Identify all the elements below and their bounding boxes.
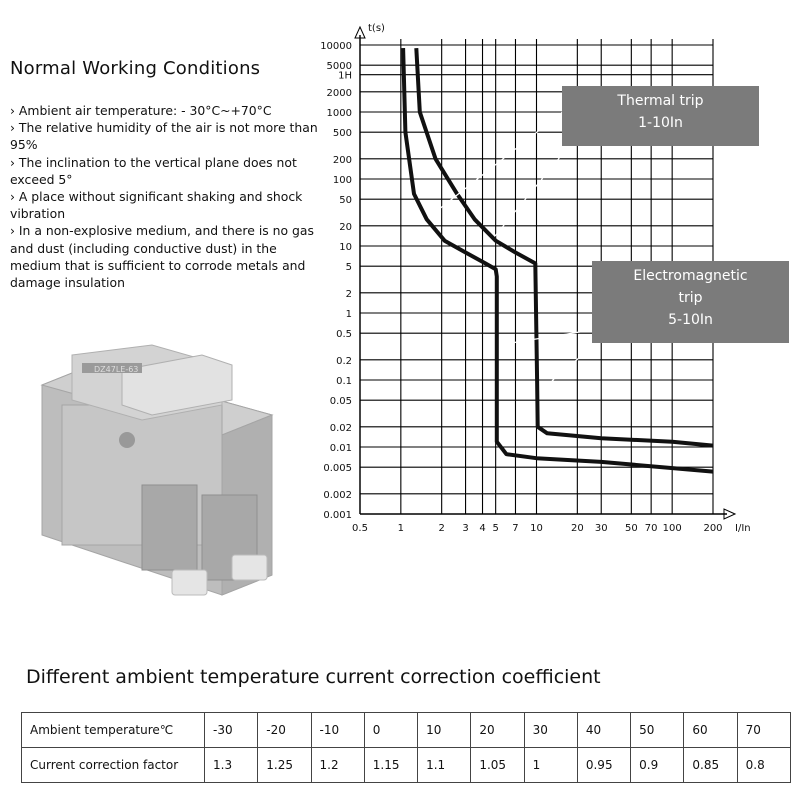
callout-text: 5-10In xyxy=(668,312,713,328)
y-axis-label: t(s) xyxy=(368,23,385,34)
x-tick-label: 4 xyxy=(479,523,485,534)
y-tick-label: 0.5 xyxy=(336,329,352,340)
y-tick-label: 200 xyxy=(333,155,352,166)
temperature-cell: 70 xyxy=(736,712,792,748)
y-tick-label: 0.02 xyxy=(330,423,352,434)
y-tick-label: 2000 xyxy=(327,88,352,99)
x-tick-label: 7 xyxy=(512,523,518,534)
condition-item: › A place without significant shaking an… xyxy=(10,189,303,222)
y-tick-label: 10 xyxy=(339,242,352,253)
x-tick-label: 100 xyxy=(663,523,682,534)
temperature-cell: 10 xyxy=(417,712,472,748)
x-tick-label: 1 xyxy=(398,523,404,534)
condition-item: › In a non-explosive medium, and there i… xyxy=(10,223,314,291)
callout-text: trip xyxy=(678,290,702,306)
factor-cell: 0.95 xyxy=(576,747,632,783)
callout-box xyxy=(592,261,789,343)
y-tick-label: 0.1 xyxy=(336,376,352,387)
temperature-cell: 0 xyxy=(363,712,419,748)
factor-cell: 1.2 xyxy=(310,747,365,783)
conditions-title: Normal Working Conditions xyxy=(10,58,261,79)
x-tick-label: 0.5 xyxy=(352,523,368,534)
y-tick-label: 1 xyxy=(346,309,352,320)
y-tick-label: 10000 xyxy=(320,41,352,52)
y-tick-label: 5 xyxy=(346,262,352,273)
trip-curve-2 xyxy=(414,47,714,448)
y-tick-label: 0.005 xyxy=(323,463,352,474)
row-label-factor: Current correction factor xyxy=(21,747,205,783)
y-tick-label: 500 xyxy=(333,128,352,139)
row-label-temperature: Ambient temperature℃ xyxy=(21,712,205,748)
breaker-model-label: DZ47LE-63 xyxy=(94,365,138,374)
correction-title: Different ambient temperature current co… xyxy=(26,666,601,688)
temperature-cell: 30 xyxy=(523,712,578,748)
temperature-cell: 20 xyxy=(470,712,525,748)
callout-line xyxy=(545,339,601,387)
x-tick-label: 5 xyxy=(492,523,498,534)
y-tick-label: 0.05 xyxy=(330,396,352,407)
factor-cell: 1.1 xyxy=(417,747,472,783)
callout-text: 1-10In xyxy=(638,115,683,131)
callout-line xyxy=(437,109,566,211)
trip-curve-1 xyxy=(401,48,714,474)
condition-item: › The relative humidity of the air is no… xyxy=(10,120,318,153)
condition-item: › The inclination to the vertical plane … xyxy=(10,154,297,187)
x-tick-label: 50 xyxy=(625,523,638,534)
x-axis-arrow xyxy=(723,508,737,520)
temperature-cell: 40 xyxy=(576,712,632,748)
y-tick-label: 5000 xyxy=(327,61,352,72)
conditions-list: › Ambient air temperature: - 30°C~+70°C … xyxy=(10,102,325,291)
x-axis-label: I/In xyxy=(735,523,751,534)
x-tick-label: 3 xyxy=(462,523,468,534)
callout-box xyxy=(562,86,759,146)
y-tick-label: 100 xyxy=(333,175,352,186)
x-tick-label: 2 xyxy=(438,523,444,534)
y-tick-label: 50 xyxy=(339,195,352,206)
factor-cell: 0.85 xyxy=(683,747,738,783)
callout-line xyxy=(504,329,593,345)
x-tick-label: 20 xyxy=(571,523,584,534)
circuit-breaker-image: DZ47LE-63 xyxy=(40,344,274,596)
callout-line xyxy=(494,144,571,237)
y-tick-label: 2 xyxy=(346,289,352,300)
y-tick-label: 0.01 xyxy=(330,443,352,454)
temperature-cell: -20 xyxy=(257,712,312,748)
callout-text: Electromagnetic xyxy=(633,268,747,284)
temperature-cell: 50 xyxy=(630,712,685,748)
factor-cell: 0.9 xyxy=(630,747,685,783)
condition-item: › Ambient air temperature: - 30°C~+70°C xyxy=(10,103,272,118)
x-tick-label: 10 xyxy=(530,523,543,534)
y-tick-label: 1H xyxy=(338,71,352,82)
factor-cell: 1.3 xyxy=(203,747,259,783)
x-tick-label: 30 xyxy=(595,523,608,534)
y-tick-label: 0.002 xyxy=(323,490,352,501)
factor-cell: 1 xyxy=(523,747,578,783)
y-axis-arrow xyxy=(354,25,366,39)
y-tick-label: 0.001 xyxy=(323,510,352,521)
temperature-cell: 60 xyxy=(683,712,738,748)
factor-cell: 0.8 xyxy=(736,747,792,783)
y-tick-label: 20 xyxy=(339,222,352,233)
callout-text: Thermal trip xyxy=(616,93,703,109)
y-tick-label: 0.2 xyxy=(336,356,352,367)
factor-cell: 1.05 xyxy=(470,747,525,783)
temperature-cell: -30 xyxy=(203,712,259,748)
x-tick-label: 70 xyxy=(645,523,658,534)
y-tick-label: 1000 xyxy=(327,108,352,119)
factor-cell: 1.25 xyxy=(257,747,312,783)
temperature-cell: -10 xyxy=(310,712,365,748)
factor-cell: 1.15 xyxy=(363,747,419,783)
x-tick-label: 200 xyxy=(703,523,722,534)
